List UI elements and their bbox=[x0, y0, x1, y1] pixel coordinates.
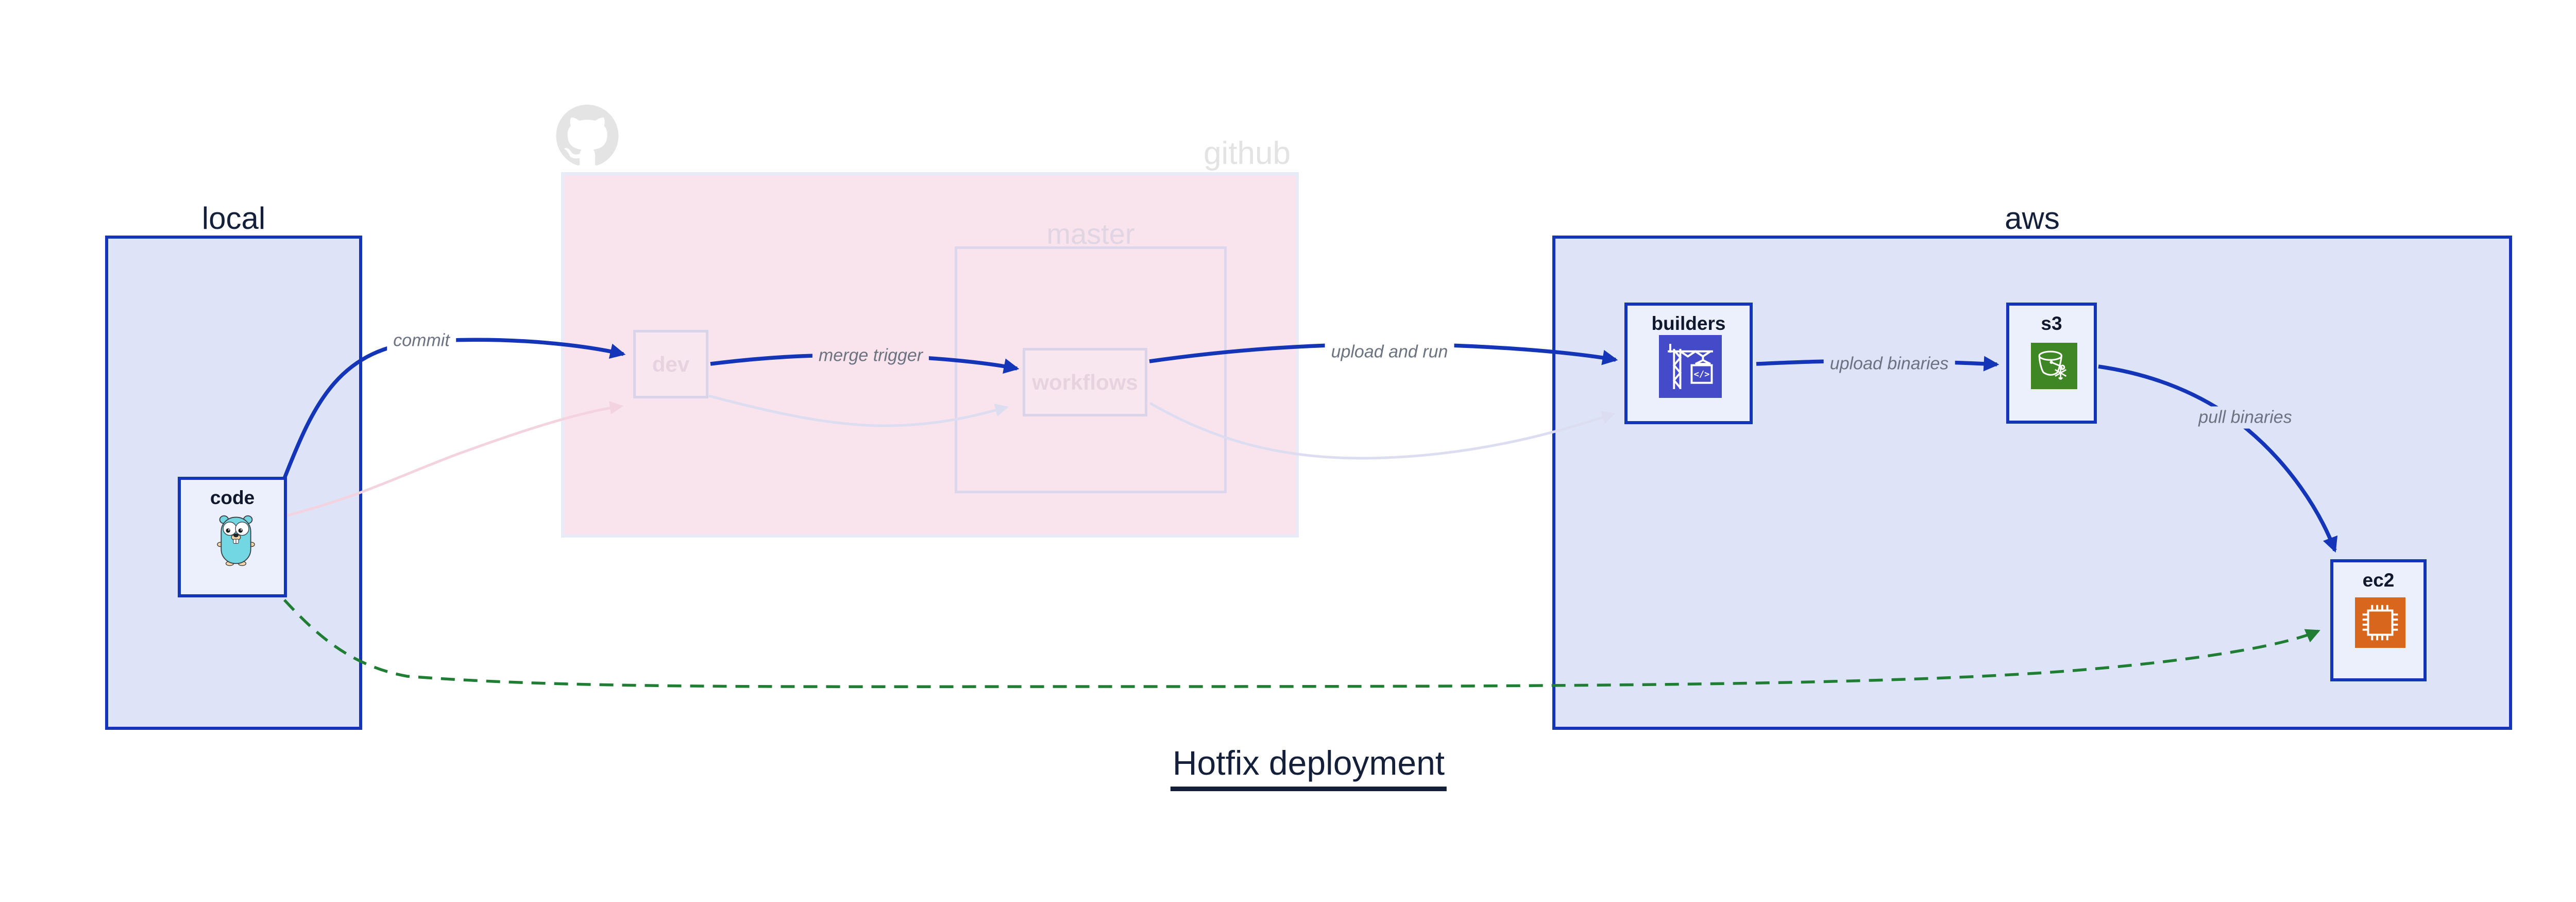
node-code: code bbox=[178, 477, 287, 597]
node-builders-label: builders bbox=[1651, 313, 1726, 334]
edge-faded-workflows-builders bbox=[1149, 402, 1616, 460]
aws-s3-bucket-icon bbox=[2031, 343, 2077, 389]
go-gopher-icon bbox=[217, 515, 255, 566]
edge-hotfix-push bbox=[283, 599, 2320, 688]
edge-commit bbox=[282, 338, 626, 479]
cluster-github-label: github bbox=[1204, 136, 1291, 171]
node-workflows: workflows bbox=[1023, 348, 1147, 416]
edge-label-upload-binaries: upload binaries bbox=[1823, 353, 1955, 375]
svg-text:</>: </> bbox=[1694, 370, 1710, 380]
cluster-local-label: local bbox=[201, 201, 266, 236]
edge-pull-binaries bbox=[2098, 364, 2338, 553]
node-code-label: code bbox=[210, 487, 255, 508]
node-s3-label: s3 bbox=[2041, 313, 2062, 334]
edge-faded-dev-workflows bbox=[708, 394, 1009, 427]
github-octocat-icon bbox=[556, 105, 619, 166]
cluster-aws-label: aws bbox=[2005, 201, 2060, 236]
aws-ec2-chip-icon bbox=[2355, 597, 2405, 648]
edge-label-upload-and-run: upload and run bbox=[1325, 341, 1454, 363]
node-workflows-label: workflows bbox=[1032, 370, 1138, 394]
edge-label-merge-trigger: merge trigger bbox=[812, 344, 929, 367]
cluster-master: master bbox=[955, 218, 1227, 493]
node-s3: s3 bbox=[2006, 303, 2097, 424]
node-ec2-label: ec2 bbox=[2362, 570, 2395, 591]
edge-label-commit: commit bbox=[387, 329, 456, 352]
node-dev: dev bbox=[633, 330, 708, 398]
node-dev-label: dev bbox=[652, 352, 690, 376]
diagram-title: Hotfix deployment bbox=[1170, 743, 1447, 791]
cluster-master-label: master bbox=[1046, 218, 1135, 250]
node-ec2: ec2 bbox=[2330, 559, 2427, 681]
aws-codebuild-icon: </> bbox=[1659, 335, 1722, 398]
node-builders: builders </> bbox=[1624, 303, 1753, 424]
edge-faded-code-dev bbox=[287, 401, 623, 517]
edge-label-pull-binaries: pull binaries bbox=[2192, 406, 2298, 429]
